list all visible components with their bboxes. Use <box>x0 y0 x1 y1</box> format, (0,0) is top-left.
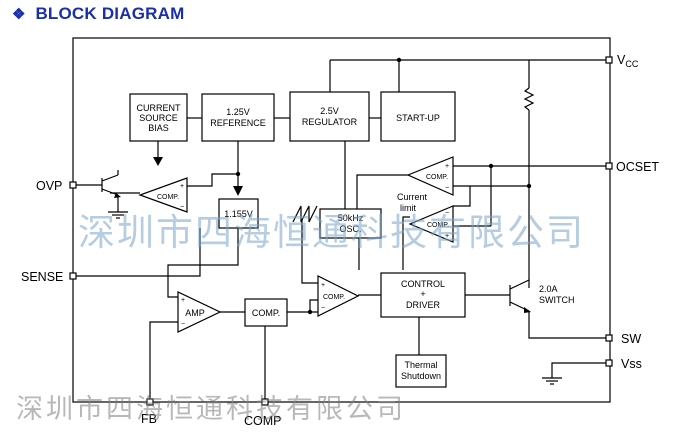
pin-vcc-label: VCC <box>617 53 639 69</box>
osc-line2: OSC. <box>339 224 361 234</box>
amp-minus: − <box>181 321 185 328</box>
limit-comp-label: COMP. <box>427 222 449 229</box>
startup-label: START-UP <box>396 113 440 123</box>
current-source-bias-line3: BIAS <box>148 123 169 133</box>
amp-plus: + <box>181 297 185 304</box>
regulator-block: 2.5V REGULATOR <box>289 91 370 142</box>
control-line2: + <box>420 289 425 299</box>
thermal-shutdown-block: Thermal Shutdown <box>395 354 447 388</box>
osc-line1: 50kHz <box>338 213 364 223</box>
oscillator-block: 50kHz OSC. <box>319 208 382 239</box>
pin-vcc-square <box>605 56 613 64</box>
pwm-comp-label: COMP. <box>323 294 345 301</box>
pin-vcc-main: V <box>617 53 626 67</box>
control-line3: DRIVER <box>406 300 441 310</box>
diamond-cluster-icon: ❖ <box>12 6 26 23</box>
ocset-comp-label: COMP. <box>426 174 448 181</box>
control-line1: CONTROL <box>401 279 445 289</box>
switch-rating-label: 2.0A <box>539 284 558 294</box>
reference-line2: REFERENCE <box>210 118 266 128</box>
pins <box>69 56 613 406</box>
pin-ovp-square <box>69 181 77 189</box>
pin-vss-square <box>605 359 613 367</box>
ovp-comp-minus: − <box>180 204 184 211</box>
error-amplifier: AMP + − <box>177 291 222 333</box>
pin-fb-square <box>146 398 154 406</box>
pin-vss-label: Vss <box>621 357 642 371</box>
thermal-line1: Thermal <box>404 360 437 370</box>
regulator-line2: REGULATOR <box>302 117 358 127</box>
pwm-comp-plus: + <box>321 282 325 289</box>
page-title: BLOCK DIAGRAM <box>35 4 185 23</box>
pin-fb-label: FB <box>141 412 157 426</box>
pin-comp-square <box>261 398 269 406</box>
current-source-bias-block: CURRENT SOURCE BIAS <box>129 93 188 142</box>
ocset-comparator: COMP. + − <box>406 156 454 196</box>
ovp-comp-label: COMP. <box>157 194 179 201</box>
pwm-comp-minus: − <box>321 305 325 312</box>
comp-block-label: COMP. <box>252 308 280 318</box>
switch-label: SWITCH <box>539 295 575 305</box>
ovp-comp-plus: + <box>180 183 184 190</box>
pin-vcc-sub: CC <box>625 59 638 69</box>
pin-sense-label: SENSE <box>21 270 63 284</box>
limit-comp-plus: + <box>445 233 449 240</box>
pin-sw-label: SW <box>621 332 641 346</box>
thermal-line2: Shutdown <box>401 371 441 381</box>
v1155-label: 1.155V <box>224 209 253 219</box>
amp-label: AMP <box>185 308 205 318</box>
ovp-comparator: COMP. + − <box>138 177 188 213</box>
wires <box>73 59 609 402</box>
current-source-bias-line2: SOURCE <box>139 113 178 123</box>
regulator-line1: 2.5V <box>320 106 339 116</box>
startup-block: START-UP <box>380 91 456 142</box>
diagram-header: ❖ BLOCK DIAGRAM <box>12 4 184 24</box>
pin-comp-label: COMP <box>244 414 282 428</box>
ramp-sawtooth-icon <box>292 205 318 223</box>
reference-block: 1.25V REFERENCE <box>201 93 275 142</box>
current-limit-line1: Current <box>397 192 428 202</box>
limit-comp-minus: − <box>445 210 449 217</box>
chip-outline <box>72 37 611 403</box>
pin-sw-square <box>605 334 613 342</box>
pwm-comparator: COMP. + − <box>317 275 360 317</box>
watermark-main: 深圳市四海恒通科技有限公司 <box>78 211 585 254</box>
control-driver-block: CONTROL + DRIVER <box>380 272 466 318</box>
current-source-bias-line1: CURRENT <box>137 103 182 113</box>
current-limit-comparator: COMP. − + <box>408 205 454 243</box>
ocset-comp-minus: − <box>445 185 449 192</box>
reference-line1: 1.25V <box>226 107 250 117</box>
pin-ocset-label: OCSET <box>616 160 659 174</box>
pin-sense-square <box>69 272 77 280</box>
watermark-bottom: 深圳市四海恒通科技有限公司 <box>16 394 406 425</box>
pin-ocset-square <box>605 162 613 170</box>
current-limit-line2: limit <box>400 203 416 213</box>
pin-ovp-label: OVP <box>36 179 62 193</box>
v1155-block: 1.155V <box>218 198 259 229</box>
junction-dots <box>235 57 532 315</box>
ocset-comp-plus: + <box>445 163 449 170</box>
comp-block: COMP. <box>244 298 288 327</box>
